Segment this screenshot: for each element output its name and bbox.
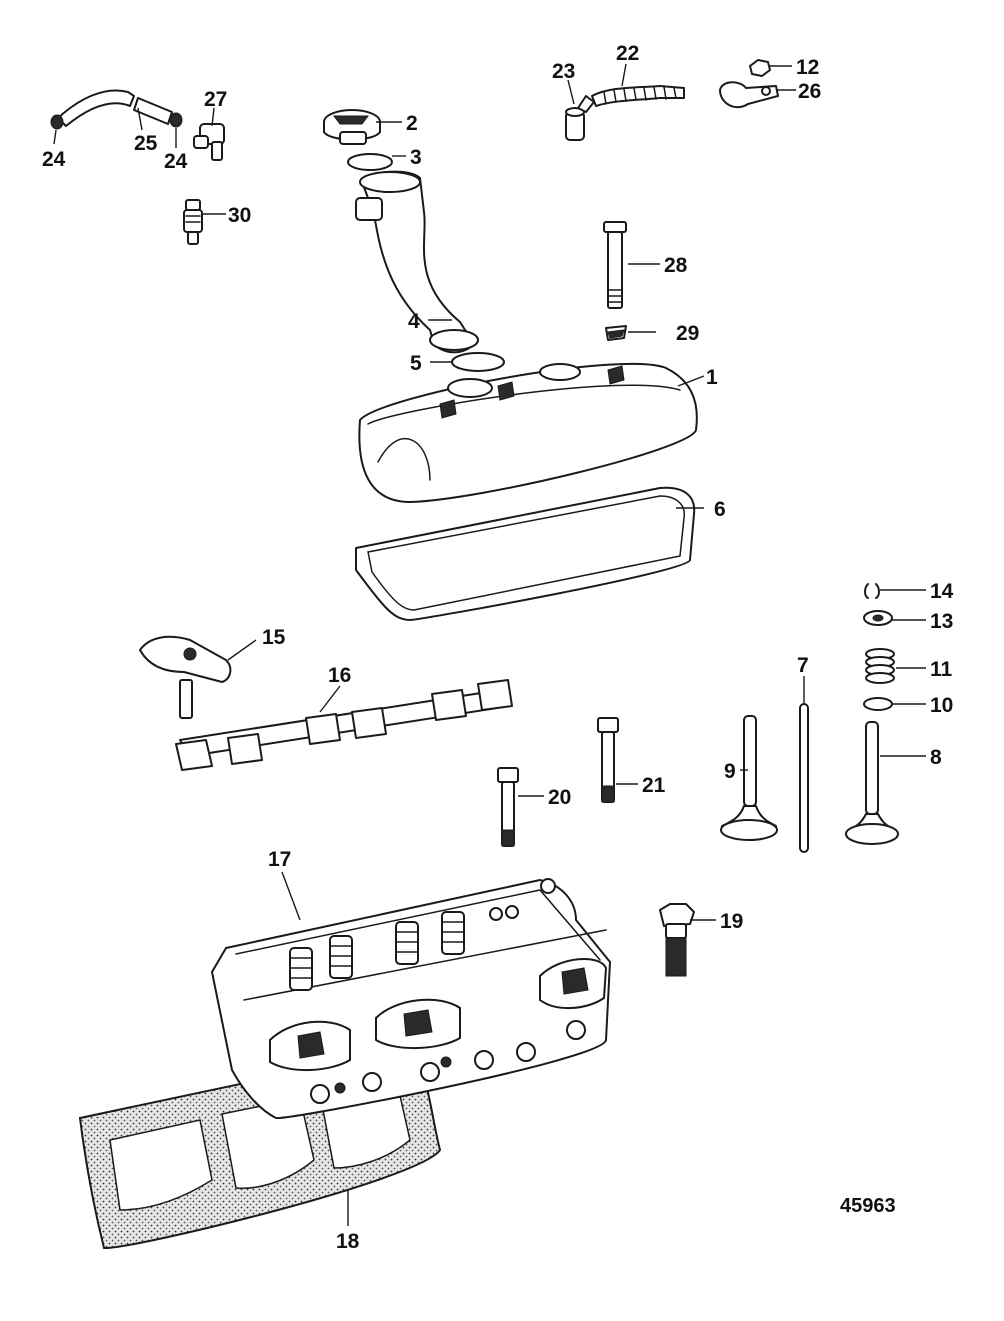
pushrod xyxy=(799,703,809,853)
callout-8: 8 xyxy=(930,746,942,769)
valve-cover-gasket xyxy=(355,486,696,621)
vent-hose xyxy=(591,85,685,107)
head-bolt-medium xyxy=(597,717,619,803)
callout-17: 17 xyxy=(268,848,291,871)
hose-clip xyxy=(719,81,779,109)
filler-tube-seal xyxy=(451,352,505,372)
cover-grommet xyxy=(605,325,627,341)
callout-16: 16 xyxy=(328,664,351,687)
rocker-arm xyxy=(139,635,232,719)
vent-hose-ribs xyxy=(603,86,677,105)
vent-fitting xyxy=(565,95,595,141)
head-valve-springs xyxy=(289,911,465,991)
callout-30: 30 xyxy=(228,204,251,227)
callout-23: 23 xyxy=(552,60,575,83)
head-ports xyxy=(269,958,607,1071)
leader-lines xyxy=(53,63,926,1226)
exhaust-valve xyxy=(845,721,899,845)
callout-11: 11 xyxy=(930,658,953,681)
callout-2: 2 xyxy=(406,112,418,135)
intake-valve xyxy=(720,715,778,841)
callout-26: 26 xyxy=(798,80,821,103)
callout-3: 3 xyxy=(410,146,422,169)
figure-id-label: 45963 xyxy=(840,1195,896,1217)
callout-24-right: 24 xyxy=(164,150,188,173)
callout-18: 18 xyxy=(336,1230,360,1253)
callout-9: 9 xyxy=(724,760,736,783)
rocker-retainer-rail xyxy=(175,679,513,771)
hex-nut xyxy=(749,59,771,77)
breather-hose xyxy=(57,89,135,127)
callout-12: 12 xyxy=(796,56,819,79)
hose-coupler xyxy=(133,97,173,125)
callout-28: 28 xyxy=(664,254,688,277)
cylinder-head xyxy=(211,878,611,1120)
callout-1: 1 xyxy=(706,366,718,389)
head-bolt-long xyxy=(497,767,519,847)
callout-21: 21 xyxy=(642,774,666,797)
cover-bolt xyxy=(603,221,627,309)
callout-15: 15 xyxy=(262,626,286,649)
valve-cover xyxy=(358,362,698,503)
callout-5: 5 xyxy=(410,352,422,375)
pcv-valve xyxy=(183,199,203,245)
oil-filler-group xyxy=(323,109,505,372)
callout-27: 27 xyxy=(204,88,227,111)
spring-shim xyxy=(863,697,893,711)
callout-19: 19 xyxy=(720,910,743,933)
callout-6: 6 xyxy=(714,498,726,521)
callout-14: 14 xyxy=(930,580,954,603)
head-bolt-bosses xyxy=(310,878,586,1104)
callout-20: 20 xyxy=(548,786,571,809)
callout-22: 22 xyxy=(616,42,639,65)
valve-spring-retainer xyxy=(863,610,893,626)
head-bolt-short xyxy=(659,903,695,977)
breather-elbow-fitting xyxy=(193,123,225,161)
vent-hose-group xyxy=(565,59,779,141)
breather-hose-group xyxy=(50,89,225,245)
valve-spring xyxy=(865,648,895,684)
callout-25: 25 xyxy=(134,132,158,155)
callout-labels: 1 2 3 4 5 6 7 8 9 10 11 12 13 14 15 16 1… xyxy=(42,42,954,1253)
callout-10: 10 xyxy=(930,694,953,717)
filler-cap-seal xyxy=(347,153,393,171)
hose-clamp-right xyxy=(169,112,183,128)
callout-29: 29 xyxy=(676,322,699,345)
valve-keepers xyxy=(864,583,880,599)
callout-24-left: 24 xyxy=(42,148,66,171)
oil-filler-tube xyxy=(355,170,479,354)
hose-clamp-left xyxy=(50,114,64,130)
callout-13: 13 xyxy=(930,610,953,633)
oil-filler-cap xyxy=(323,109,381,145)
callout-4: 4 xyxy=(408,310,420,333)
callout-7: 7 xyxy=(797,654,809,677)
